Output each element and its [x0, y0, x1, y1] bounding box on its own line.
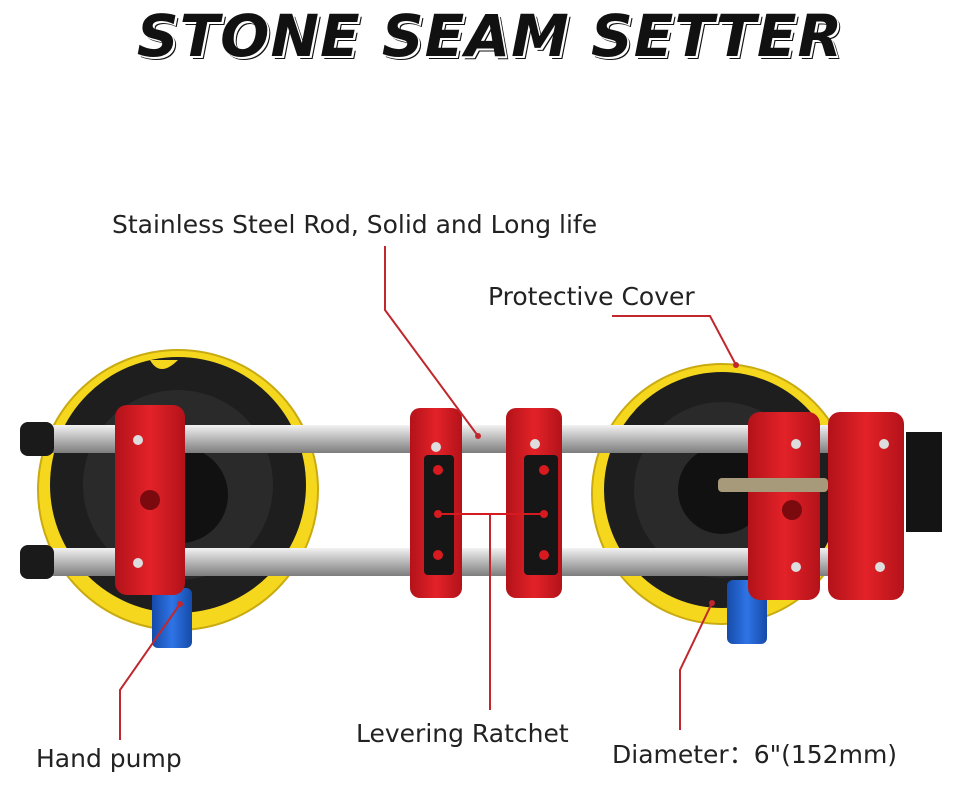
- hand-pump-label: Hand pump: [36, 744, 182, 773]
- rod-end-cap: [20, 422, 54, 456]
- levering-ratchet-label: Levering Ratchet: [356, 719, 569, 748]
- levering-ratchet: [410, 408, 562, 598]
- rod-label: Stainless Steel Rod, Solid and Long life: [112, 210, 598, 239]
- product-title: STONE SEAM SETTER: [136, 2, 844, 70]
- annotation-leader-lines: [119, 246, 739, 740]
- rod-end-cap: [20, 545, 54, 579]
- right-red-clamp: [718, 412, 942, 600]
- protective-cover-label: Protective Cover: [488, 282, 695, 311]
- left-red-clamp: [115, 405, 185, 595]
- diameter-label: Diameter：6"(152mm): [612, 740, 898, 769]
- left-hand-pump: [152, 588, 192, 648]
